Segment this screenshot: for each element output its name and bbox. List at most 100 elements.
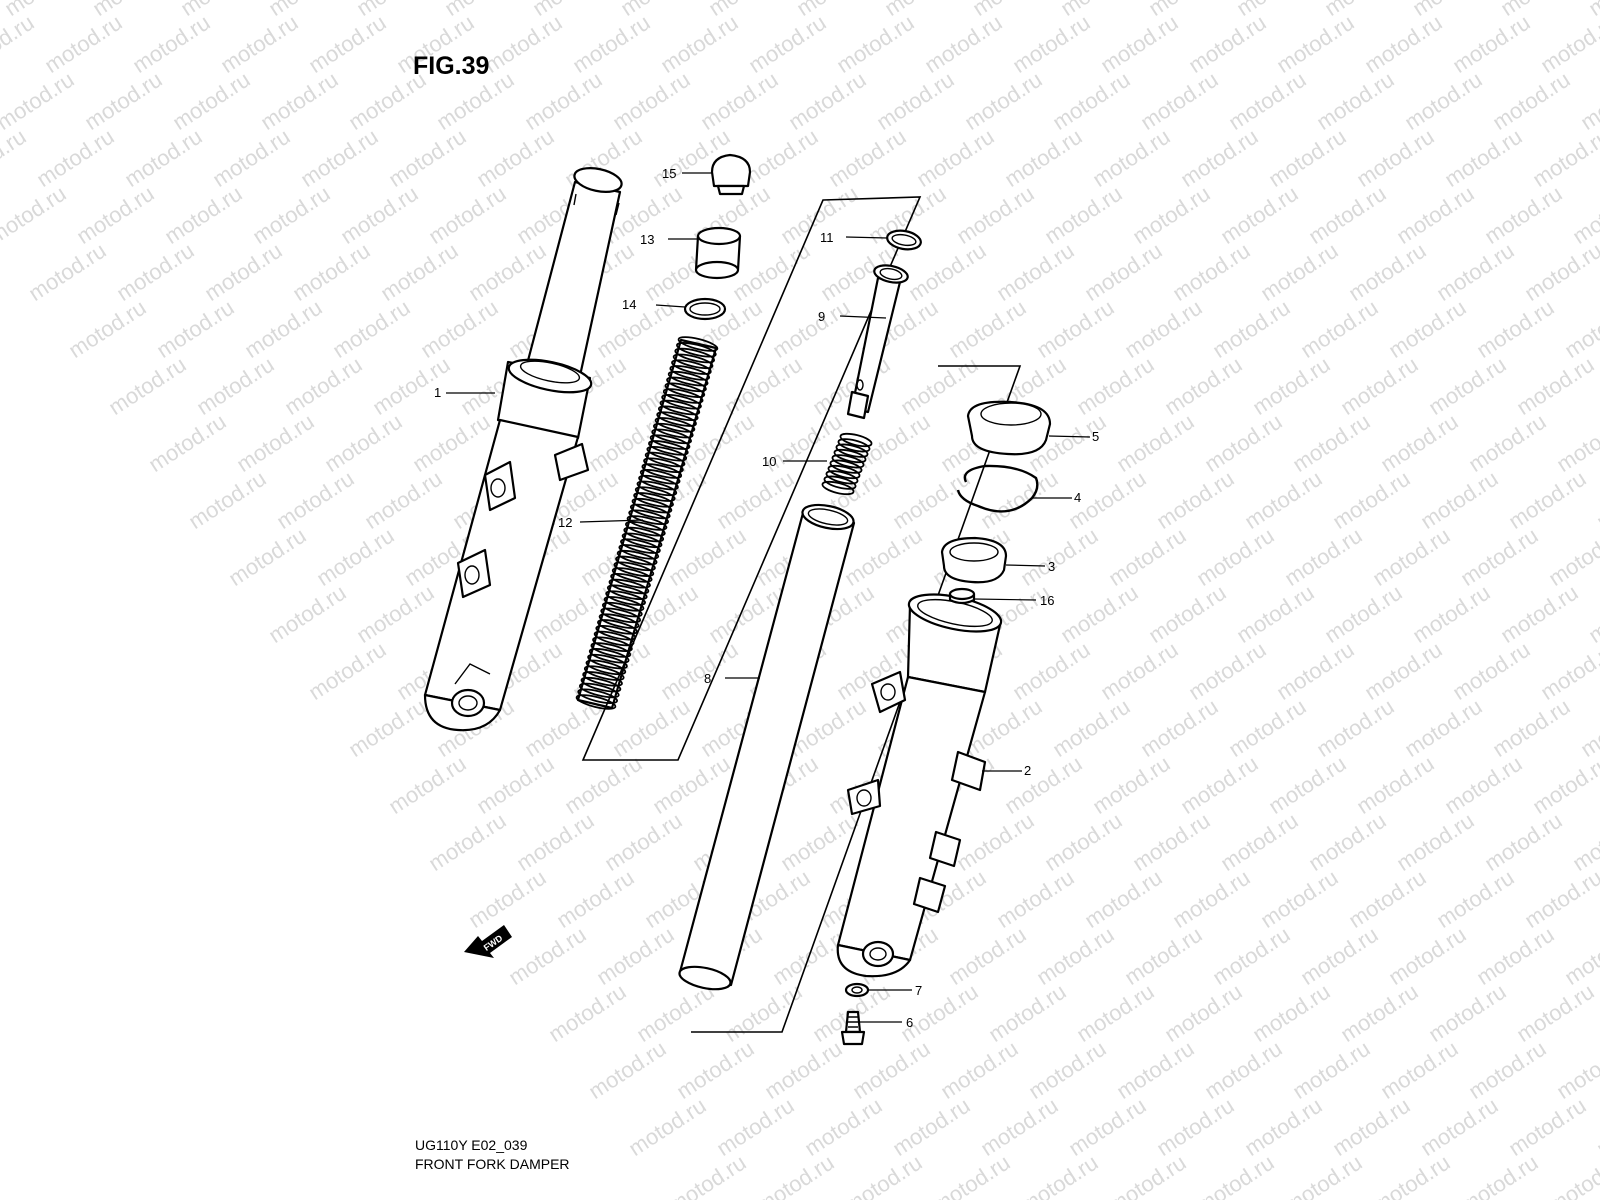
spring-coil: [592, 636, 633, 653]
part-dust-seal-5: [966, 400, 1091, 456]
spring-coil: [667, 370, 709, 387]
spring-coil: [603, 596, 645, 612]
spring-coil: [585, 659, 627, 676]
spring-coil: [626, 515, 668, 531]
spring-coil: [600, 607, 642, 624]
callout-1: 1: [434, 385, 441, 400]
spring-coil: [837, 438, 871, 453]
callout-16: 16: [1040, 593, 1054, 608]
part-ring-11: [845, 229, 922, 251]
spring-coil: [625, 521, 666, 537]
spring-coil: [825, 470, 859, 485]
callout-6: 6: [906, 1015, 913, 1030]
spring-coil: [666, 376, 707, 393]
spring-coil: [661, 393, 702, 410]
callout-10: 10: [762, 454, 776, 469]
part-fork-spring-12: [575, 336, 719, 710]
callout-9: 9: [818, 309, 825, 324]
callout-2: 2: [1024, 763, 1031, 778]
callout-15: 15: [662, 166, 676, 181]
spring-coil: [608, 578, 650, 595]
callout-11: 11: [820, 230, 834, 245]
spring-coil: [835, 443, 869, 458]
spring-coil: [582, 671, 623, 687]
spring-coil: [649, 434, 691, 450]
part-oil-seal-3: [940, 536, 1046, 584]
spring-coil: [621, 532, 663, 549]
spring-coil: [633, 492, 674, 508]
spring-coil: [823, 475, 857, 490]
spring-coil: [598, 613, 640, 629]
part-inner-tube-1: [423, 167, 623, 732]
spring-coil: [631, 497, 673, 514]
spring-coil: [659, 399, 701, 416]
spring-coil: [610, 572, 651, 589]
part-rebound-spring-10: [783, 432, 873, 496]
spring-coil: [578, 682, 620, 699]
spring-coil: [601, 601, 643, 618]
spring-coil: [639, 469, 681, 485]
part-bolt-6: [840, 1010, 902, 1046]
spring-coil: [588, 648, 630, 664]
spring-coil: [671, 359, 712, 375]
spring-coil: [605, 590, 646, 606]
spring-coil: [634, 486, 676, 502]
group-bracket-inner: [581, 196, 922, 761]
callout-5: 5: [1092, 429, 1099, 444]
spring-coil: [618, 544, 660, 560]
callout-14: 14: [622, 297, 636, 312]
spring-coil: [620, 538, 661, 554]
spring-coil: [644, 451, 686, 468]
spring-coil: [580, 676, 622, 693]
part-circlip-4: [956, 464, 1072, 513]
spring-coil: [590, 642, 632, 658]
spring-coil: [615, 555, 656, 572]
spring-coil: [583, 665, 625, 681]
fwd-arrow-icon: FWD: [464, 925, 512, 958]
figure-caption: UG110Y E02_039 FRONT FORK DAMPER: [415, 1136, 570, 1174]
spring-coil: [672, 353, 714, 370]
spring-coil: [652, 422, 694, 439]
spring-coil: [664, 382, 706, 398]
spring-coil: [606, 584, 648, 601]
spring-coil: [577, 688, 618, 704]
spring-coil: [613, 561, 655, 577]
spring-coil: [636, 480, 678, 497]
spring-coil: [662, 388, 704, 404]
callout-4: 4: [1074, 490, 1081, 505]
spring-coil: [648, 440, 689, 456]
spring-coil: [628, 509, 669, 525]
spring-coil: [676, 342, 717, 358]
callout-12: 12: [558, 515, 572, 530]
part-damper-rod-9: [839, 264, 909, 420]
spring-coil: [638, 474, 679, 491]
spring-coil: [641, 463, 683, 479]
spring-coil: [651, 428, 693, 445]
spring-coil: [616, 549, 658, 566]
spring-coil: [656, 411, 697, 427]
spring-coil: [597, 619, 638, 635]
spring-coil: [623, 526, 665, 543]
spring-coil: [839, 432, 873, 448]
part-o-ring-14: [655, 297, 727, 321]
spring-coil: [629, 503, 671, 520]
spring-coil: [833, 448, 867, 464]
part-oil-lock-piece-16: [948, 587, 1037, 605]
callout-7: 7: [915, 983, 922, 998]
spring-coil: [611, 567, 653, 583]
spring-coil: [829, 459, 863, 474]
spring-coil: [674, 347, 716, 364]
part-spacer-13: [668, 226, 742, 280]
spring-coil: [587, 653, 628, 670]
callout-8: 8: [704, 671, 711, 686]
part-gasket-7: [844, 982, 912, 998]
figure-title: FIG.39: [413, 52, 490, 80]
part-cap-15: [682, 153, 752, 196]
part-tube-8: [678, 503, 856, 991]
spring-coil: [821, 480, 855, 496]
callout-3: 3: [1048, 559, 1055, 574]
spring-coil: [575, 694, 617, 710]
spring-coil: [657, 405, 699, 422]
spring-coil: [831, 454, 865, 469]
